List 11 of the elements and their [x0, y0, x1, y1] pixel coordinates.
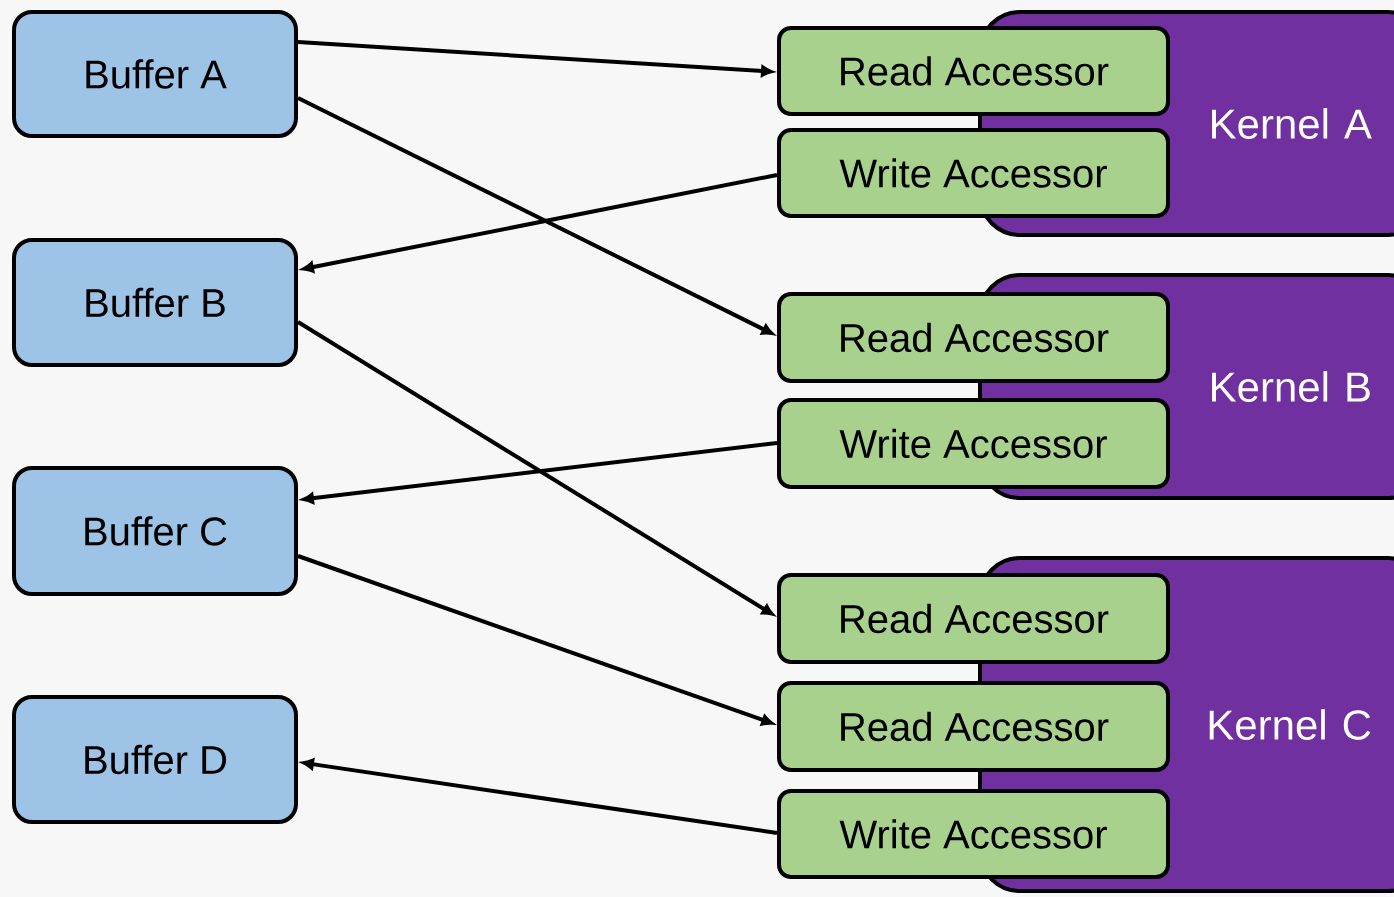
buffer-box: Buffer A	[12, 10, 298, 138]
buffer-box: Buffer D	[12, 695, 298, 824]
accessor-box: Write Accessor	[777, 398, 1170, 489]
accessor-box: Write Accessor	[777, 128, 1170, 218]
accessor-box: Read Accessor	[777, 292, 1170, 383]
accessor-box: Read Accessor	[777, 573, 1170, 664]
accessor-box: Write Accessor	[777, 789, 1170, 879]
accessor-box: Read Accessor	[777, 681, 1170, 772]
buffer-box: Buffer C	[12, 466, 298, 596]
accessor-box: Read Accessor	[777, 26, 1170, 116]
buffer-box: Buffer B	[12, 238, 298, 367]
